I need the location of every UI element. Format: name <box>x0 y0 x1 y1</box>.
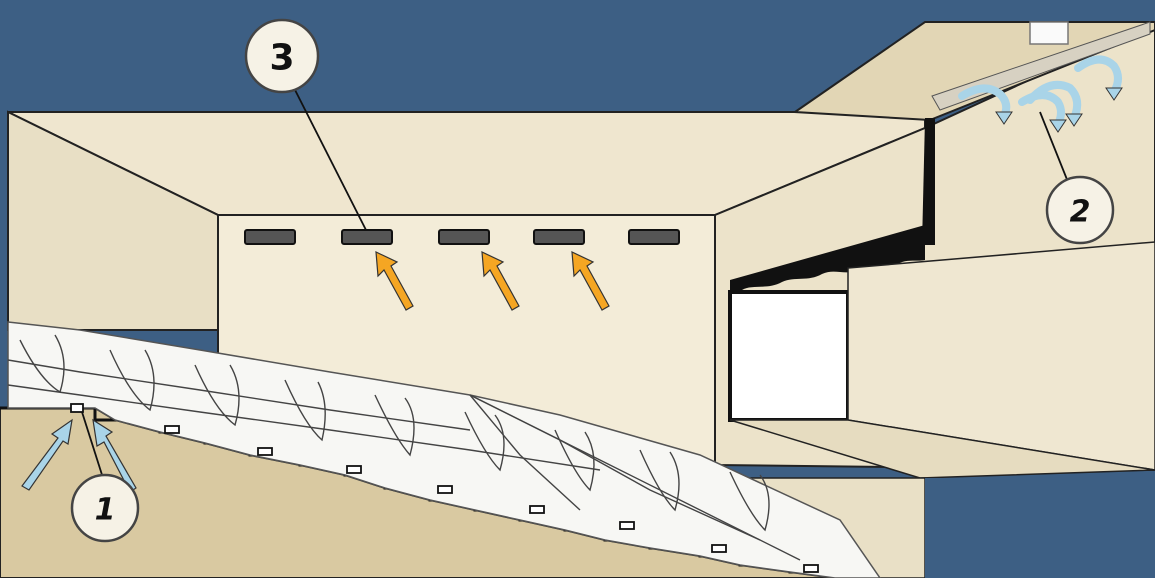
seat-vent-icon <box>165 426 179 433</box>
ceiling-vent-icon <box>629 230 679 244</box>
seat-vent-icon <box>804 565 818 572</box>
ceiling-vent-icon <box>342 230 392 244</box>
seat-vent-icon <box>347 466 361 473</box>
ceiling-vent-icon <box>245 230 295 244</box>
side-opening <box>730 292 848 420</box>
callout-3: 3 <box>246 20 318 92</box>
callout-3-label: 3 <box>269 38 294 79</box>
seat-vent-icon <box>71 404 83 412</box>
callout-1: 1 <box>72 475 138 541</box>
seat-vent-icon <box>620 522 634 529</box>
seat-vent-icon <box>258 448 272 455</box>
callout-2-label: 2 <box>1070 195 1091 230</box>
ceiling-vent-icon <box>534 230 584 244</box>
ceiling-vent-icon <box>439 230 489 244</box>
background-corner <box>925 478 1155 578</box>
seat-vent-icon <box>438 486 452 493</box>
balcony-equipment <box>1030 22 1068 44</box>
callout-1-label: 1 <box>95 493 116 528</box>
callout-2: 2 <box>1047 177 1113 243</box>
seat-vent-icon <box>530 506 544 513</box>
seat-vent-icon <box>712 545 726 552</box>
